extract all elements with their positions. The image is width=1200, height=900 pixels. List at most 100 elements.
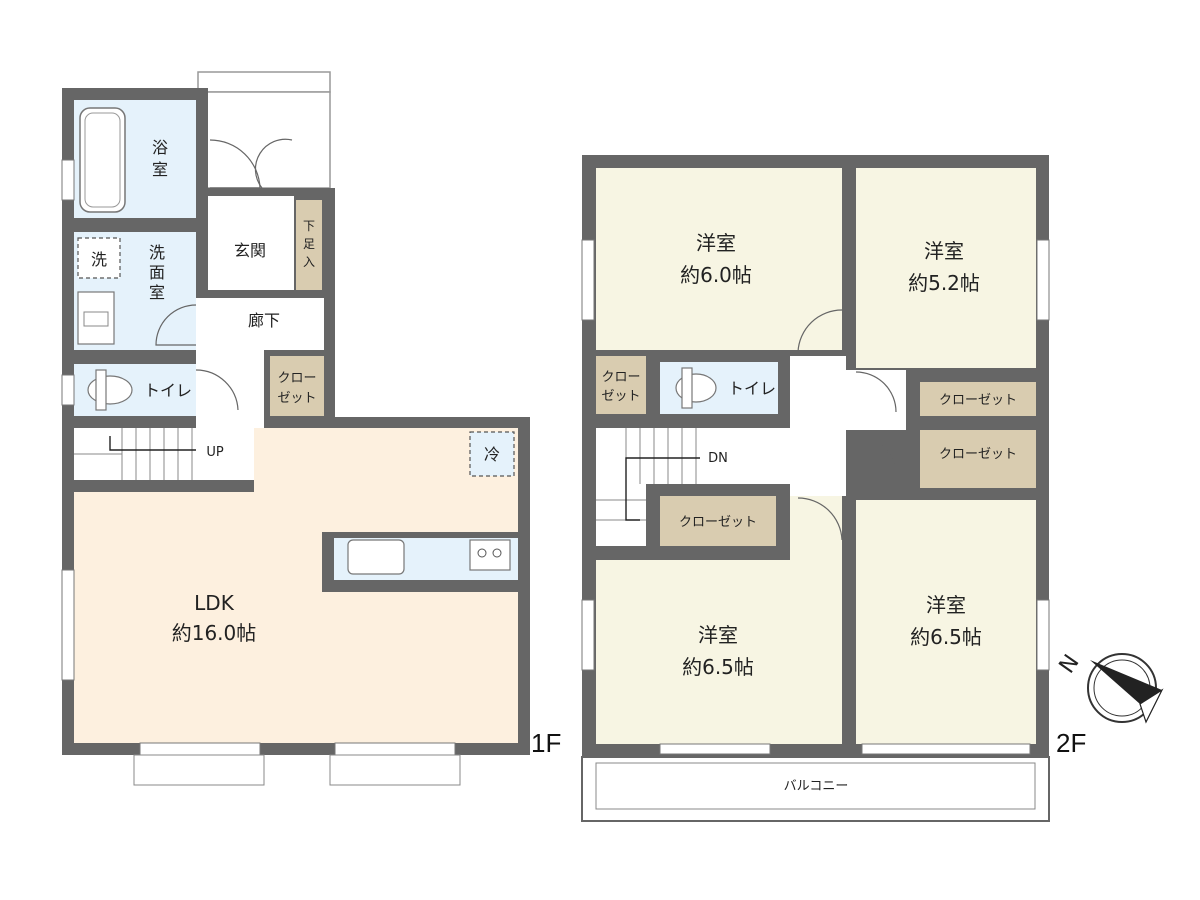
- porch: [204, 91, 331, 189]
- toilet-label: トイレ: [144, 381, 192, 400]
- shoe-label-2: 足: [303, 237, 315, 251]
- closet-1f-label-1: クロー: [277, 371, 316, 386]
- window-2f-w2: [581, 599, 595, 671]
- shoe-storage: [296, 200, 322, 290]
- room-sw-size: 約6.5帖: [682, 655, 754, 679]
- toilet-tank: [95, 369, 107, 411]
- stairs-dn-arrow: [625, 457, 700, 521]
- closet-1f-label-2: ゼット: [277, 391, 316, 406]
- porch-canopy: [197, 71, 331, 93]
- stairs-2f: [596, 428, 790, 484]
- closet-ne-upper: [920, 382, 1036, 416]
- closet-small-2f: [596, 356, 646, 414]
- washroom-label-2: 面: [149, 263, 165, 282]
- stairs-up-arrow: [109, 436, 196, 451]
- window-1f-2: [334, 742, 456, 756]
- closet-ne-lower: [920, 430, 1036, 488]
- washer-label: 洗: [91, 250, 107, 269]
- sink-icon: [77, 291, 115, 345]
- fridge-space: [469, 431, 515, 477]
- washer-space: [77, 237, 121, 279]
- closet-1f: [270, 356, 324, 416]
- entrance-door-swing-2: [254, 138, 293, 189]
- sink-basin: [83, 311, 109, 327]
- bath-label-2: 室: [152, 160, 168, 179]
- window-2f-se: [861, 743, 1031, 755]
- balcony-inner: [595, 762, 1036, 810]
- stairs-1f-treads: [74, 428, 193, 480]
- floor-1-label: 1F: [531, 728, 561, 758]
- ldk-size: 約16.0帖: [172, 621, 257, 645]
- room-se: [856, 500, 1036, 744]
- toilet-icon: [87, 375, 133, 405]
- stove-icon: [469, 539, 511, 571]
- door-ne-swing: [855, 371, 897, 413]
- room-sw-ext: [790, 496, 842, 560]
- ldk-room: [74, 428, 518, 743]
- closet-ne-upper-label: クローゼット: [939, 393, 1017, 408]
- first-floor: 浴 室 洗 洗 面 室 玄関 下 足 入 廊下 トイレ クロー: [61, 71, 561, 786]
- closet-center-2f: [660, 496, 776, 546]
- stairs-up-label: UP: [206, 445, 224, 460]
- window-2f-sw: [659, 743, 771, 755]
- window-2f-w1: [581, 239, 595, 321]
- door-sw-swing: [797, 497, 843, 541]
- bath-label-1: 浴: [152, 138, 168, 157]
- window-1f-toilet: [61, 374, 75, 406]
- room-ne-size: 約5.2帖: [908, 271, 980, 295]
- room-sw-name: 洋室: [698, 623, 738, 647]
- balcony-label: バルコニー: [784, 779, 849, 794]
- window-1f-2-balc: [329, 754, 461, 786]
- toilet-2f-tank: [681, 367, 693, 409]
- stairs-2f-treads: [596, 428, 697, 521]
- compass: N: [1055, 650, 1164, 724]
- room-nw: [596, 168, 842, 350]
- closet-center-label: クローゼット: [679, 515, 757, 530]
- room-ne: [856, 168, 1036, 368]
- washroom-door-swing: [155, 304, 197, 346]
- room-se-size: 約6.5帖: [910, 625, 982, 649]
- shoe-label-3: 入: [303, 255, 315, 269]
- room-nw-size: 約6.0帖: [680, 263, 752, 287]
- entrance: [208, 196, 294, 290]
- compass-north-label: N: [1055, 650, 1085, 678]
- toilet-door-swing: [195, 369, 239, 411]
- window-1f-1-balc: [133, 754, 265, 786]
- room-ne-name: 洋室: [924, 239, 964, 263]
- door-nw-swing: [797, 309, 843, 353]
- shoe-label-1: 下: [303, 219, 315, 233]
- fridge-label: 冷: [484, 445, 500, 464]
- stairs-2f-landing: [596, 484, 646, 546]
- window-1f-west: [61, 569, 75, 681]
- washroom-label-1: 洗: [149, 243, 165, 262]
- kitchen-sink-icon: [347, 539, 405, 575]
- window-2f-e2: [1036, 599, 1050, 671]
- hallway-label: 廊下: [248, 311, 280, 330]
- room-sw: [596, 560, 842, 744]
- window-2f-e1: [1036, 239, 1050, 321]
- room-nw-name: 洋室: [696, 231, 736, 255]
- entrance-label: 玄関: [234, 241, 266, 260]
- bathtub-inner: [84, 112, 121, 208]
- closet-small-label-2: ゼット: [601, 389, 640, 404]
- toilet-2f-label: トイレ: [728, 379, 776, 398]
- washroom-label-3: 室: [149, 283, 165, 302]
- door-se-swing: [855, 435, 897, 477]
- balcony: [581, 756, 1050, 822]
- floor-2-label: 2F: [1056, 728, 1086, 758]
- compass-needle-icon: [1090, 660, 1162, 704]
- window-1f-1: [139, 742, 261, 756]
- window-1f-bath: [61, 159, 75, 201]
- bathtub-icon: [79, 107, 126, 213]
- corridor-2f-side: [846, 370, 906, 430]
- stairs-dn-label: DN: [708, 451, 728, 466]
- ldk-label: LDK: [194, 591, 235, 615]
- corridor-2f: [790, 356, 846, 496]
- closet-small-label-1: クロー: [601, 370, 640, 385]
- compass-needle-tail-icon: [1139, 688, 1164, 724]
- room-se-name: 洋室: [926, 593, 966, 617]
- second-floor: 洋室 約6.0帖 洋室 約5.2帖 クロー ゼット トイレ DN クローゼット: [581, 155, 1086, 822]
- hallway: [196, 298, 324, 350]
- closet-ne-lower-label: クローゼット: [939, 447, 1017, 462]
